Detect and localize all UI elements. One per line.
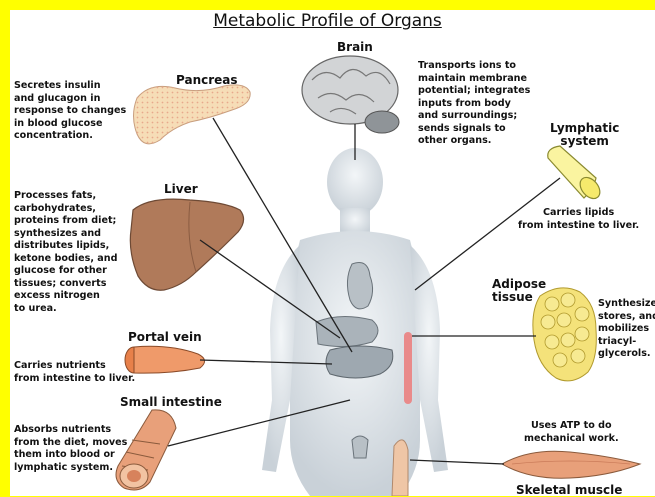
small-intestine-label: Small intestine [120,395,222,409]
pancreas-icon [134,85,251,144]
lymphatic-description: Carries lipids from intestine to liver. [518,207,639,232]
pancreas-description: Secretes insulin and glucagon in respons… [14,80,126,143]
brain-icon [302,56,399,133]
adipose-tissue-label: Adipose tissue [492,278,546,304]
portal-vein-label: Portal vein [128,330,202,344]
liver-label: Liver [164,182,198,196]
portal-vein-description: Carries nutrients from intestine to live… [14,360,135,385]
brain-description: Transports ions to maintain membrane pot… [418,60,530,148]
portal-vein-icon [125,346,205,373]
skeletal-muscle-icon [502,451,640,478]
liver-description: Processes fats, carbohydrates, proteins … [14,190,117,315]
brain-label: Brain [337,40,373,54]
liver-icon [130,199,243,290]
skeletal-muscle-description: Uses ATP to do mechanical work. [524,420,619,445]
lymphatic-system-label: Lymphatic system [550,122,619,148]
skeletal-muscle-label: Skeletal muscle [516,483,622,497]
small-intestine-description: Absorbs nutrients from the diet, moves t… [14,424,127,474]
page-title: Metabolic Profile of Organs [0,11,655,31]
lymphatic-vessel-icon [548,146,604,202]
pancreas-label: Pancreas [176,73,238,87]
